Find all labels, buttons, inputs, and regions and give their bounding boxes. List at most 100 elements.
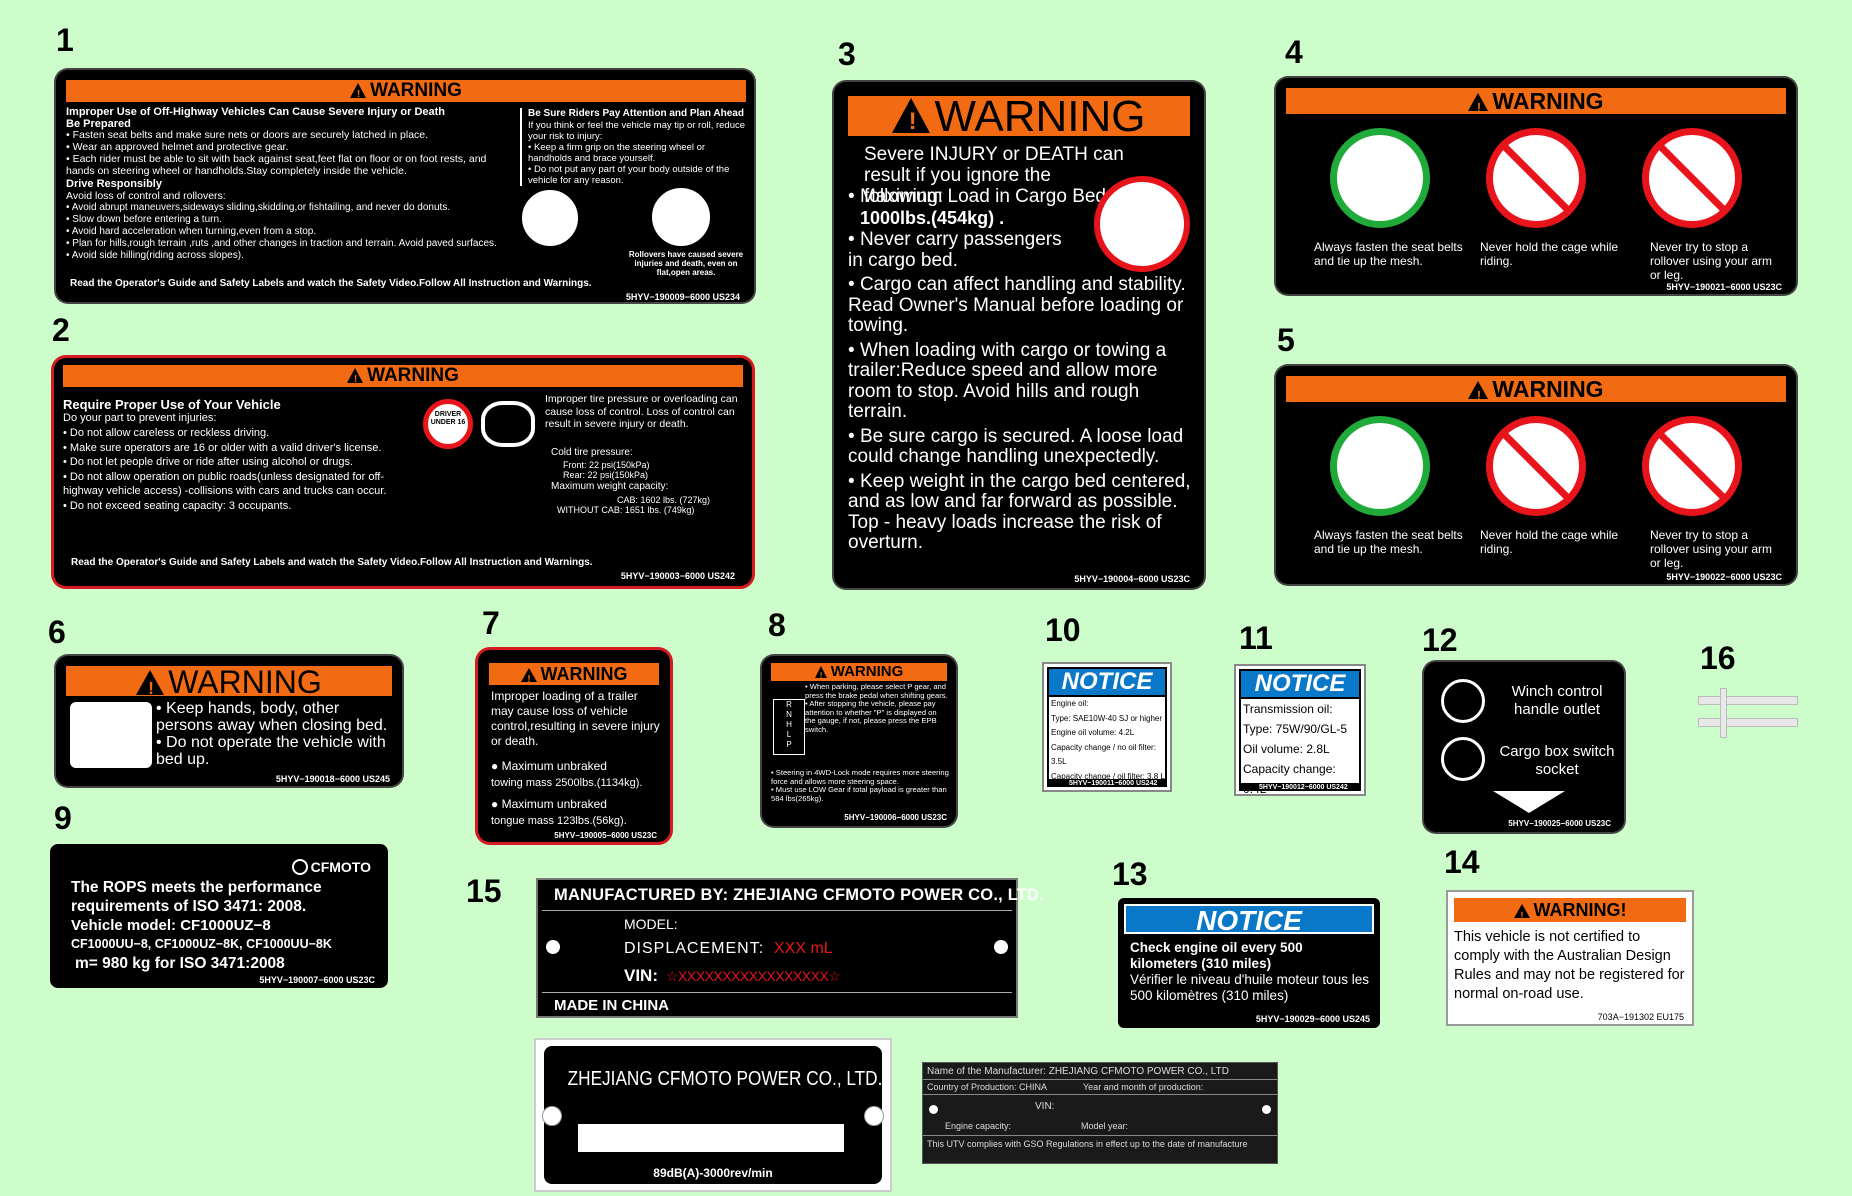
label-2-list: Do not allow careless or reckless drivin… <box>63 426 423 513</box>
text-line: Capacity change / no oil filter: 3.5L <box>1051 742 1156 767</box>
company-plate-panel: ZHEJIANG CFMOTO POWER CO., LTD. 89dB(A)-… <box>544 1046 882 1184</box>
label-1-prepared-list: Fasten seat belts and make sure nets or … <box>66 129 516 177</box>
label-14-australian-warning: WARNING! This vehicle is not certified t… <box>1446 890 1694 1026</box>
warning-header: WARNING <box>1286 88 1786 121</box>
rivet-hole-right <box>1262 1105 1271 1114</box>
company-name: ZHEJIANG CFMOTO POWER CO., LTD. <box>567 1068 883 1090</box>
label-2-front: Front: 22 psi(150kPa) <box>563 460 650 470</box>
divider <box>520 108 522 186</box>
list-item: Avoid hard acceleration when turning,eve… <box>66 226 506 238</box>
label-1-right-text: If you think or feel the vehicle may tip… <box>528 120 746 142</box>
warning-header: WARNING <box>848 95 1190 143</box>
part-code: 5HYV−190018−6000 US245 <box>275 774 390 784</box>
text-line: Engine oil: <box>1051 699 1089 708</box>
list-item: Keep weight in the cargo bed centered, a… <box>848 471 1198 554</box>
list-item: Keep a firm grip on the steering wheel o… <box>528 142 748 164</box>
down-arrow-icon <box>1493 791 1565 813</box>
label-7-tongue: tongue mass 123lbs.(56kg). <box>491 815 627 827</box>
callout-number-12: 12 <box>1422 622 1458 658</box>
divider <box>923 1094 1277 1095</box>
gear: L <box>786 730 792 739</box>
caption: Never try to stop a rollover using your … <box>1650 240 1773 282</box>
seatbelt-mesh-icon <box>1330 416 1430 516</box>
strip <box>1698 696 1798 705</box>
label-15-gso-plate: Name of the Manufacturer: ZHEJIANG CFMOT… <box>922 1062 1278 1164</box>
label-15-company-plate: ZHEJIANG CFMOTO POWER CO., LTD. 89dB(A)-… <box>534 1038 892 1192</box>
caption: Always fasten the seat belts and tie up … <box>1314 240 1463 268</box>
label-7-text: Improper loading of a trailer may cause … <box>491 689 660 748</box>
list-item: Do not put any part of your body outside… <box>528 164 748 186</box>
label-2-cab: CAB: 1602 lbs. (727kg) <box>617 495 711 505</box>
label-1-right-title: Be Sure Riders Pay Attention and Plan Ah… <box>528 108 744 119</box>
list-item: Plan for hills,rough terrain ,ruts ,and … <box>66 238 506 250</box>
list-item: Do not exceed seating capacity: 3 occupa… <box>63 499 423 514</box>
part-code: 5HYV−190012−6000 US242 <box>1259 784 1348 791</box>
seatbelt-icon <box>522 190 578 246</box>
label-2-cold: Cold tire pressure: <box>551 447 633 458</box>
label-1-title: Improper Use of Off-Highway Vehicles Can… <box>66 106 446 118</box>
caption: Never hold the cage while riding. <box>1480 240 1619 268</box>
text-line: Type: SAE10W-40 SJ or higher <box>1051 713 1163 723</box>
label-7-unbraked-1: ● Maximum unbraked <box>491 759 607 773</box>
text-line: Oil volume: 2.8L <box>1243 742 1330 756</box>
callout-number-10: 10 <box>1045 612 1081 648</box>
label-1-drive: Drive Responsibly <box>66 178 162 190</box>
model-year: Model year: <box>1081 1121 1129 1131</box>
part-code: 5HYV−190009−6000 US234 <box>625 292 740 302</box>
notice-header: NOTICE <box>1124 904 1374 936</box>
label-16-strips <box>1698 688 1798 738</box>
callout-number-16: 16 <box>1700 640 1736 676</box>
label-6-list: Keep hands, body, other persons away whe… <box>156 700 396 768</box>
part-code: 5HYV−190005−6000 US23C <box>554 831 657 840</box>
label-13-en: Check engine oil every 500 kilometers (3… <box>1130 940 1303 971</box>
label-6-bed-warning: WARNING Keep hands, body, other persons … <box>56 656 402 786</box>
list-item: Do not allow careless or reckless drivin… <box>63 426 423 441</box>
label-3-list: Never carry passengers in cargo bed. Car… <box>848 229 1198 554</box>
part-code: 5HYV−190006−6000 US23C <box>844 813 947 822</box>
callout-number-9: 9 <box>54 800 72 836</box>
label-2-sub: Do your part to prevent injuries: <box>63 412 217 424</box>
list-item: Avoid abrupt maneuvers,sideways sliding,… <box>66 202 506 214</box>
manufacturer-name: Name of the Manufacturer: ZHEJIANG CFMOT… <box>927 1066 1229 1077</box>
label-2-proper-use-warning: WARNING Require Proper Use of Your Vehic… <box>54 358 752 586</box>
divider <box>542 910 1012 911</box>
list-item: Do not operate the vehicle with bed up. <box>156 734 396 768</box>
label-9-line-4: CF1000UU−8, CF1000UZ−8K, CF1000UU−8K <box>71 937 332 951</box>
list-item: Steering in 4WD-Lock mode requires more … <box>771 768 949 786</box>
callout-number-7: 7 <box>482 605 500 641</box>
gear: H <box>786 720 792 729</box>
rivet-hole-left <box>542 1106 562 1126</box>
list-item: Cargo can affect handling and stability.… <box>848 274 1198 337</box>
label-2-rear: Rear: 22 psi(150kPa) <box>563 470 649 480</box>
warning-triangle-icon <box>520 668 537 691</box>
list-item: Keep hands, body, other persons away whe… <box>156 700 396 734</box>
rivet-hole-right <box>864 1106 884 1126</box>
vin-value: ☆XXXXXXXXXXXXXXXXX☆ <box>666 968 841 984</box>
list-item: Slow down before entering a turn. <box>66 214 506 226</box>
label-2-footer: Read the Operator's Guide and Safety Lab… <box>71 557 593 568</box>
warning-triangle-icon <box>814 666 827 685</box>
strip <box>1698 718 1798 727</box>
list-item: Avoid side hilling(riding across slopes)… <box>66 250 506 262</box>
callout-number-14: 14 <box>1444 844 1480 880</box>
part-code: 5HYV−190025−6000 US23C <box>1508 819 1611 828</box>
no-hold-cage-icon <box>1486 416 1586 516</box>
text-line: Capacity change: 0.4L <box>1243 762 1336 796</box>
label-9-rops: CFMOTO The ROPS meets the performance re… <box>50 844 388 988</box>
label-9-line-5: m= 980 kg for ISO 3471:2008 <box>75 955 285 972</box>
label-12-outlets: Winch control handle outlet Cargo box sw… <box>1424 662 1624 832</box>
caption: Always fasten the seat belts and tie up … <box>1314 528 1463 556</box>
label-1-footer: Read the Operator's Guide and Safety Lab… <box>70 278 592 289</box>
text-line: Type: 75W/90/GL-5 <box>1243 722 1348 736</box>
no-arm-leg-rollover-icon <box>1642 416 1742 516</box>
warning-header: WARNING! <box>1454 898 1686 929</box>
label-11-transmission-oil-notice: NOTICE Transmission oil: Type: 75W/90/GL… <box>1234 664 1366 796</box>
part-code: 703A−191302 EU175 <box>1597 1012 1684 1022</box>
no-hold-cage-icon <box>1486 128 1586 228</box>
rivet-hole-right <box>994 940 1008 954</box>
displacement-value: XXX mL <box>774 940 833 957</box>
displacement-label: DISPLACEMENT: <box>624 940 765 957</box>
blank-field <box>578 1124 844 1152</box>
hand-crush-icon <box>70 702 152 768</box>
label-14-text: This vehicle is not certified to comply … <box>1454 929 1685 1002</box>
